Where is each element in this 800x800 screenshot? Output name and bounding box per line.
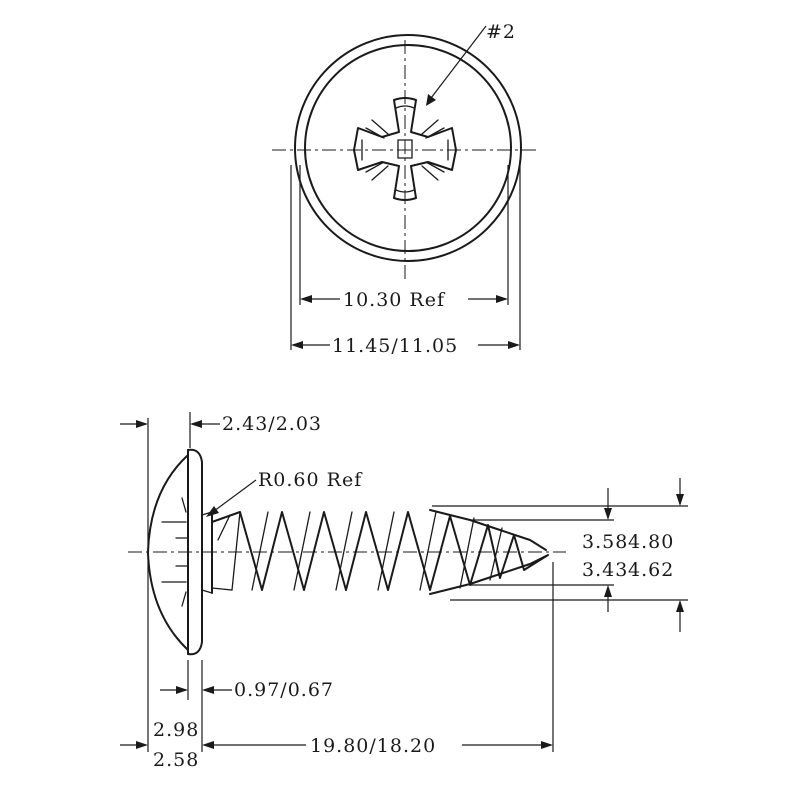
head-total-max-label: 2.98 [153, 719, 199, 741]
washer-thickness-label: 0.97/0.67 [234, 679, 334, 701]
dim-fillet-radius: R0.60 Ref [206, 469, 363, 517]
drive-size-label: #2 [486, 21, 516, 43]
dim-minor-diameter: 3.58 3.43 [582, 488, 628, 612]
length-label: 19.80/18.20 [310, 735, 436, 757]
head-height-label: 2.43/2.03 [222, 413, 322, 435]
dim-washer-thickness: 0.97/0.67 [160, 679, 334, 701]
phillips-drive-recess [353, 97, 457, 201]
major-dia-max-label: 4.80 [628, 531, 674, 553]
major-dia-min-label: 4.62 [628, 559, 674, 581]
drive-size-leader: #2 [426, 21, 516, 106]
head-outer-circle [294, 34, 522, 262]
dim-head-total: 2.98 2.58 [120, 719, 214, 771]
dim-length: 19.80/18.20 [214, 735, 553, 757]
dim-outer-diameter: 11.45/11.05 [291, 335, 520, 357]
minor-dia-min-label: 3.43 [582, 559, 628, 581]
side-view: 3.58 3.43 4.80 4.62 2.43/2.03 R0.60 [120, 412, 688, 771]
dim-outer-label: 11.45/11.05 [332, 335, 458, 357]
fillet-radius-label: R0.60 Ref [258, 469, 363, 491]
dim-head-height: 2.43/2.03 [120, 413, 322, 435]
minor-dia-max-label: 3.58 [582, 531, 628, 553]
head-total-min-label: 2.58 [153, 749, 199, 771]
dim-inner-label: 10.30 Ref [343, 289, 446, 311]
dim-major-diameter: 4.80 4.62 [628, 478, 684, 632]
head-inner-circle [304, 44, 512, 252]
top-view: #2 10.30 Ref 11.45/11.05 [272, 21, 540, 357]
screw-shank [211, 509, 549, 595]
dim-inner-diameter: 10.30 Ref [300, 289, 508, 311]
